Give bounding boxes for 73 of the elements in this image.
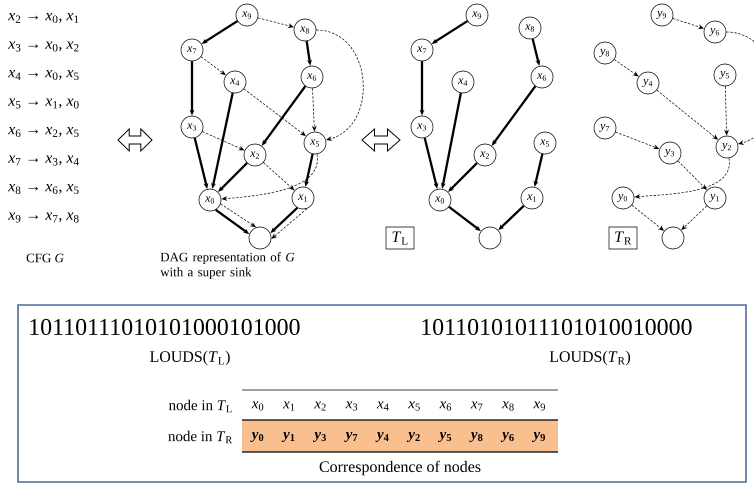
table-cell: x$_{7}$ (470, 401, 482, 410)
tree-node: x$_{9}$ (466, 4, 488, 26)
arrow (448, 162, 478, 192)
tree-node: x$_{7}$ (410, 38, 434, 62)
arrow (678, 160, 707, 190)
table-cell: x$_{6}$ (439, 401, 452, 411)
tree-node: x$_{3}$ (410, 116, 434, 138)
graph-node: x$_{1}$ (292, 186, 314, 210)
table-cell: x$_{5}$ (408, 401, 420, 411)
tree-node: y$_{5}$ (714, 64, 736, 86)
grammar-rule: x$_{4}$ → x$_{0}$, x$_{5}$ (8, 70, 79, 80)
arrow (218, 162, 248, 192)
table-cell: x$_{8}$ (502, 401, 514, 411)
tree-node: y$_{9}$ (650, 4, 674, 26)
tree-node: y$_{4}$ (636, 72, 660, 94)
graph-node: x$_{6}$ (300, 66, 324, 88)
sink-node (478, 226, 502, 250)
graph-node: x$_{3}$ (180, 116, 204, 138)
table-cell: y$_{9}$ (532, 432, 546, 442)
tree-node: y$_{2}$ (716, 136, 738, 158)
graph-node: x$_{0}$ (198, 188, 222, 212)
tree-node: y$_{7}$ (594, 116, 616, 140)
grammar-rule: x$_{5}$ → x$_{1}$, x$_{0}$ (8, 98, 79, 108)
tree-node: x$_{2}$ (474, 144, 496, 166)
tree-node: y$_{3}$ (658, 142, 682, 164)
table-cell: x$_{3}$ (346, 401, 358, 411)
grammar-rule: x$_{2}$ → x$_{0}$, x$_{1}$ (8, 13, 78, 23)
grammar-rule: x$_{8}$ → x$_{6}$, x$_{5}$ (8, 184, 79, 194)
table-cell: y$_{2}$ (406, 432, 420, 442)
table-cell: y$_{1}$ (282, 432, 294, 442)
tree-node: y$_{8}$ (594, 42, 616, 64)
graph-node: x$_{2}$ (244, 144, 266, 166)
table-cell: y$_{8}$ (469, 432, 482, 442)
grammar-rule: x$_{9}$ → x$_{7}$, x$_{8}$ (8, 212, 79, 222)
sink-node (662, 226, 684, 250)
table-cell: x$_{4}$ (376, 401, 389, 410)
grammar-rule: x$_{3}$ → x$_{0}$, x$_{2}$ (8, 42, 78, 52)
graph-node: x$_{5}$ (304, 132, 326, 154)
tree-label-box: T$_{L}$ (386, 226, 414, 250)
arrow (200, 56, 226, 76)
table-cell: x$_{9}$ (533, 401, 545, 411)
grammar-rule: x$_{7}$ → x$_{3}$, x$_{4}$ (8, 156, 79, 166)
arrow (316, 30, 364, 141)
table-cell: x$_{2}$ (314, 401, 326, 410)
tree-node: x$_{5}$ (534, 132, 556, 154)
table-cell: y$_{7}$ (344, 432, 358, 442)
sink-node (248, 226, 272, 250)
tree-node: y$_{0}$ (612, 186, 634, 210)
table-cell: x$_{1}$ (282, 401, 294, 410)
graph-node: x$_{9}$ (236, 4, 258, 26)
graph-node: x$_{7}$ (180, 38, 204, 62)
tree-node: x$_{0}$ (428, 188, 452, 212)
graph-node: x$_{4}$ (224, 70, 246, 94)
tree-node: y$_{6}$ (704, 20, 726, 44)
graph-node: x$_{8}$ (294, 18, 316, 42)
caption: DAG representation of G with a super sink (160, 252, 294, 279)
grammar-rule: x$_{6}$ → x$_{2}$, x$_{5}$ (8, 127, 79, 137)
tree-node: x$_{4}$ (452, 70, 474, 94)
table-cell: y$_{0}$ (250, 432, 264, 442)
table-cell: y$_{6}$ (500, 432, 514, 442)
tree-node: y$_{1}$ (704, 186, 726, 210)
table-cell: x$_{0}$ (252, 401, 264, 411)
caption: Correspondence of nodes (320, 460, 480, 476)
tree-node: x$_{1}$ (520, 186, 544, 210)
tree-label-box: T$_{R}$ (608, 226, 638, 250)
tree-node: x$_{6}$ (530, 66, 554, 88)
row-header: node in T$_{R}$ (168, 430, 232, 444)
table-cell: y$_{4}$ (376, 432, 389, 442)
row-header: node in T$_{L}$ (168, 400, 232, 412)
caption: CFG G (26, 254, 64, 262)
table-cell: y$_{3}$ (312, 432, 326, 442)
table-cell: y$_{5}$ (438, 432, 452, 442)
tree-node: x$_{8}$ (518, 16, 542, 40)
